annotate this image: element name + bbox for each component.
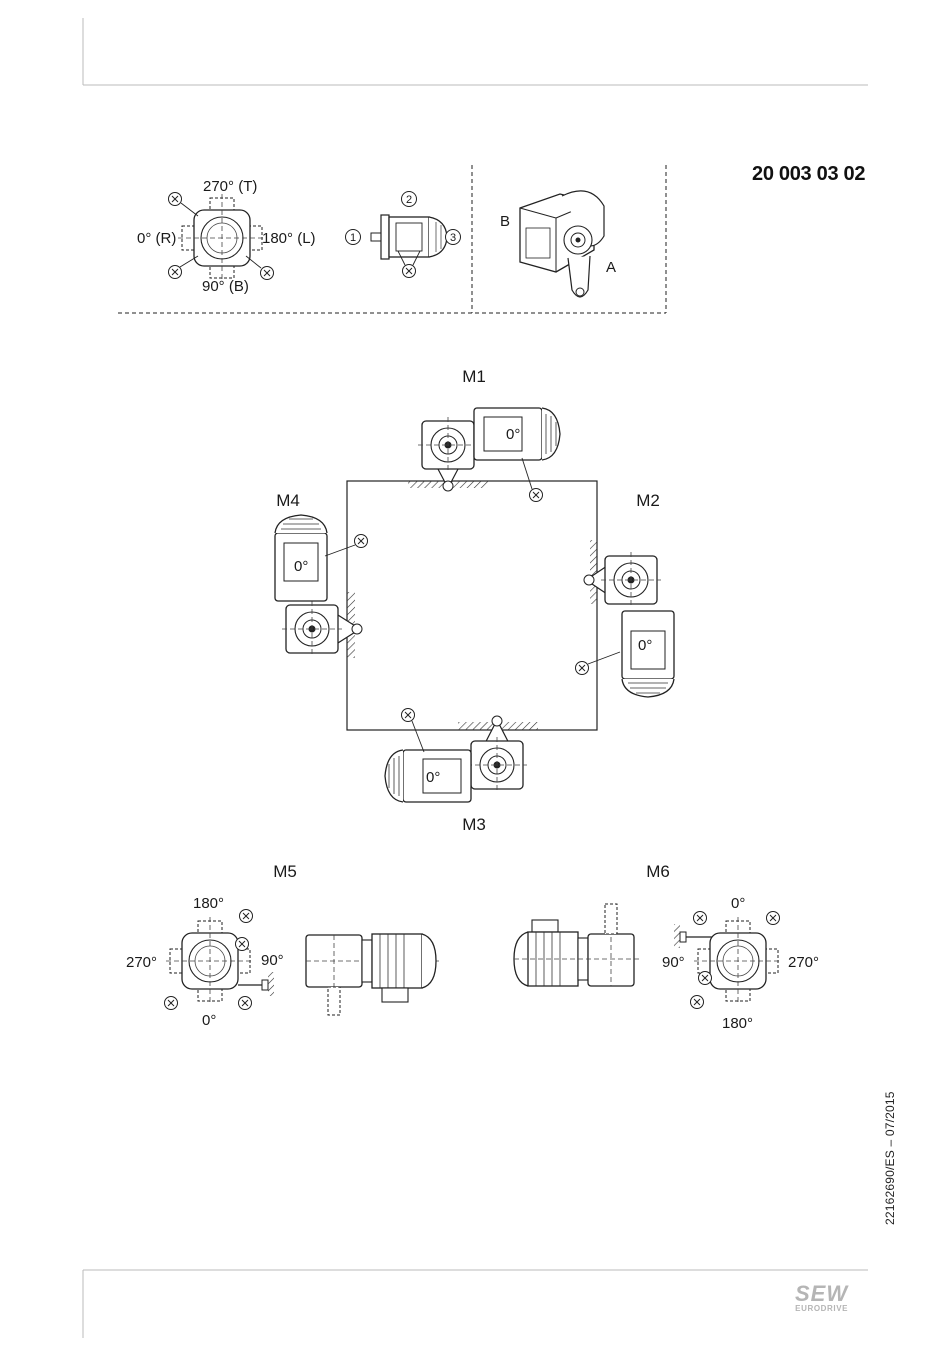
sew-eurodrive-logo: SEW EURODRIVE [795, 1284, 848, 1313]
mounting-m4-unit [275, 515, 362, 658]
m2-label: M2 [636, 491, 660, 510]
isometric-gear-unit-view [520, 191, 604, 297]
position-1-label: 1 [350, 232, 356, 244]
m3-label: M3 [462, 815, 486, 834]
cable-entry-positions-view [371, 215, 447, 259]
m5-angle-180: 180° [193, 895, 224, 912]
m3-motor-angle: 0° [426, 769, 440, 786]
document-code: 20 003 03 02 [752, 163, 865, 186]
m5-angle-0: 0° [202, 1012, 216, 1029]
mounting-reference-square [347, 481, 597, 730]
x-marker-icon [403, 265, 416, 278]
m5-angle-90: 90° [261, 952, 284, 969]
m5-torque-arm [238, 972, 274, 996]
mounting-m1-unit [408, 408, 560, 491]
document-id: 22162690/ES – 07/2015 [883, 1091, 897, 1225]
m2-motor-angle: 0° [638, 637, 652, 654]
m6-angle-180: 180° [722, 1015, 753, 1032]
m6-torque-arm [674, 924, 712, 948]
angle-270-label: 270° (T) [203, 178, 257, 195]
x-marker-icon [530, 489, 543, 502]
x-marker-icon [236, 938, 249, 951]
x-marker-icon [165, 997, 178, 1010]
m5-round-view [166, 917, 254, 1005]
m6-angle-0: 0° [731, 895, 745, 912]
position-3-label: 3 [450, 232, 456, 244]
m5-label: M5 [273, 862, 297, 881]
mounting-m3-unit [385, 716, 538, 802]
x-marker-icon [691, 996, 704, 1009]
x-marker-icon [694, 912, 707, 925]
x-marker-icon [699, 972, 712, 985]
x-marker-icon [767, 912, 780, 925]
side-b-label: B [500, 213, 510, 230]
m6-angle-270: 270° [788, 954, 819, 971]
x-marker-icon [169, 193, 182, 206]
logo-line-1: SEW [795, 1284, 848, 1304]
x-marker-icon [355, 535, 368, 548]
logo-line-2: EURODRIVE [795, 1304, 848, 1313]
m6-label: M6 [646, 862, 670, 881]
x-marker-icon [240, 910, 253, 923]
x-marker-icon [261, 267, 274, 280]
m4-motor-angle: 0° [294, 558, 308, 575]
x-marker-icon [239, 997, 252, 1010]
m6-round-view [694, 917, 782, 1005]
m1-label: M1 [462, 367, 486, 386]
side-a-label: A [606, 259, 616, 276]
angle-0-label: 0° (R) [137, 230, 176, 247]
terminal-box-positions-view [178, 194, 266, 282]
x-marker-icon [576, 662, 589, 675]
position-2-label: 2 [406, 194, 412, 206]
m4-label: M4 [276, 491, 300, 510]
x-marker-icon [169, 266, 182, 279]
m6-side-view [514, 904, 640, 986]
m6-angle-90: 90° [662, 954, 685, 971]
m1-motor-angle: 0° [506, 426, 520, 443]
m5-angle-270: 270° [126, 954, 157, 971]
m5-side-view [306, 934, 440, 1015]
angle-180-label: 180° (L) [262, 230, 316, 247]
x-marker-icon [402, 709, 415, 722]
angle-90-label: 90° (B) [202, 278, 249, 295]
